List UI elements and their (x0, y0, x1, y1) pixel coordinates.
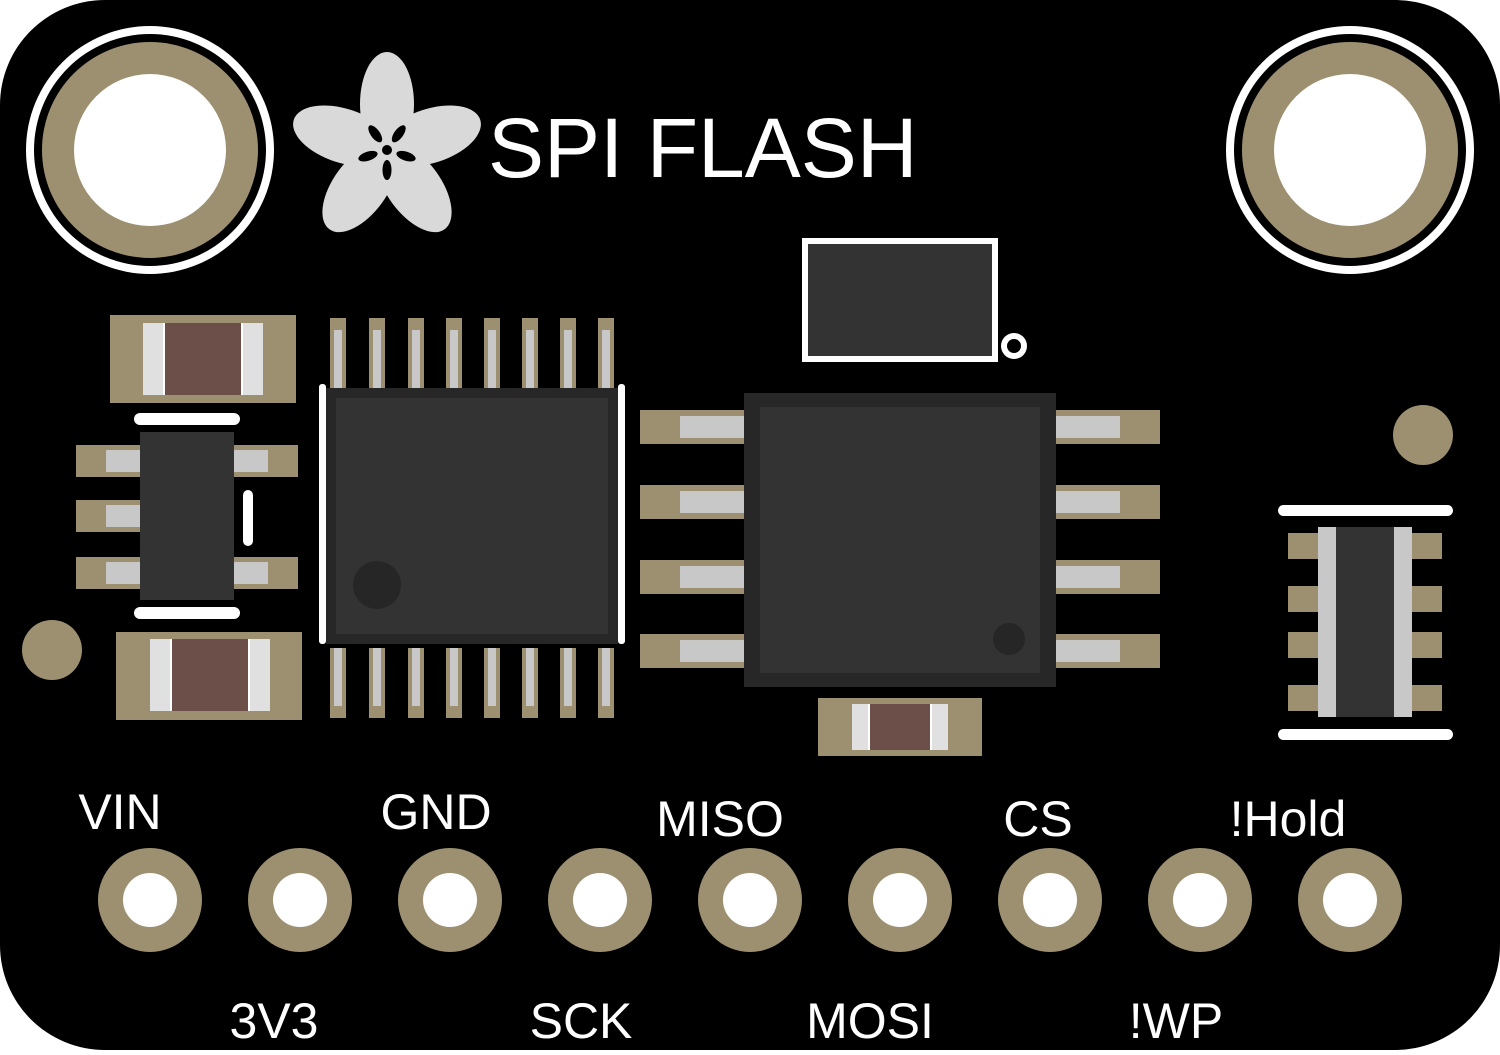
resistor-top-left (110, 315, 296, 403)
test-pad-right (1393, 405, 1453, 465)
capacitor-top (802, 238, 1027, 362)
voltage-regulator-chip (76, 413, 298, 619)
pin-label-hold: !Hold (1230, 791, 1347, 847)
pin-label-mosi: MOSI (806, 993, 934, 1049)
tssop-chip (319, 318, 625, 718)
header-pin-3 (398, 848, 502, 952)
flash-memory-chip (640, 393, 1160, 687)
pin-label-sck: SCK (530, 993, 633, 1049)
header-pin-8 (1148, 848, 1252, 952)
header-pin-1 (98, 848, 202, 952)
resistor-bottom-center (818, 698, 982, 756)
header-pin-7 (998, 848, 1102, 952)
mounting-hole-left (26, 26, 274, 274)
pin-label-miso: MISO (656, 791, 784, 847)
small-8pin-chip (1278, 505, 1453, 740)
header-pin-6 (848, 848, 952, 952)
resistor-bottom-left (116, 632, 302, 720)
header-pin-4 (548, 848, 652, 952)
pin-label-3v3: 3V3 (230, 993, 319, 1049)
pin-label-vin: VIN (78, 784, 161, 840)
pin-label-cs: CS (1003, 791, 1072, 847)
mounting-hole-right (1226, 26, 1474, 274)
header-pin-5 (698, 848, 802, 952)
pin-label-wp: !WP (1129, 993, 1223, 1049)
adafruit-flower-logo-icon (293, 52, 481, 233)
header-pin-9 (1298, 848, 1402, 952)
header-pin-2 (248, 848, 352, 952)
pin-label-gnd: GND (380, 784, 491, 840)
test-pad-left (22, 620, 82, 680)
board-title: SPI FLASH (488, 101, 917, 195)
